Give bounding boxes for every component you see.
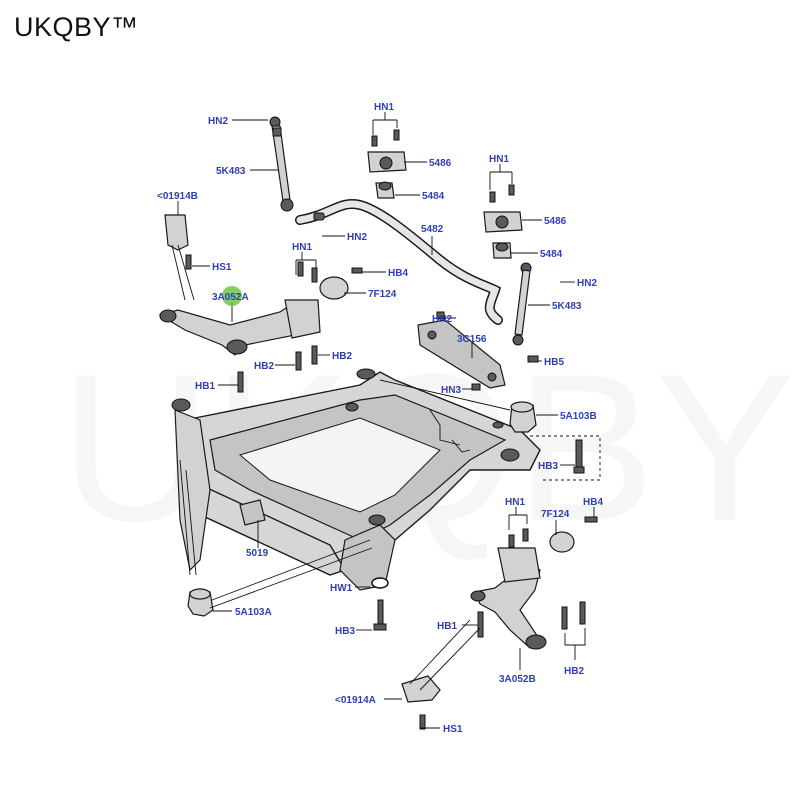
label-hb2-lower: HB2	[564, 666, 584, 677]
leader-lines	[171, 112, 595, 729]
label-hb1-lower: HB1	[437, 621, 457, 632]
bracket-01914a	[401, 675, 441, 730]
label-5a103a: 5A103A	[235, 607, 272, 618]
label-7f124-lower: 7F124	[541, 509, 570, 520]
label-hn1-left: HN1	[292, 242, 312, 253]
label-01914b: <01914B	[157, 191, 198, 202]
label-hn1-right: HN1	[489, 154, 509, 165]
stabilizer-bar-5482	[295, 199, 503, 325]
label-hs1-top: HS1	[212, 262, 232, 273]
washer-hw1	[371, 577, 389, 631]
label-hb5: HB5	[544, 357, 564, 368]
label-hn2-top: HN2	[208, 116, 228, 127]
plate-3c156	[417, 311, 539, 391]
bushing-5a103a	[187, 588, 214, 617]
label-5019: 5019	[246, 548, 269, 559]
stabilizer-bushing-5484-b	[492, 242, 512, 259]
subframe	[184, 368, 541, 591]
label-5k483-top: 5K483	[216, 166, 246, 177]
label-hs1-bottom: HS1	[443, 724, 463, 735]
label-hb4-lower: HB4	[583, 497, 603, 508]
label-5484-a: 5484	[422, 191, 445, 202]
label-5k483-right: 5K483	[552, 301, 582, 312]
label-hn1-lower: HN1	[505, 497, 525, 508]
label-hb3-bottom: HB3	[335, 626, 355, 637]
label-5486-a: 5486	[429, 158, 452, 169]
label-hb3-right: HB3	[538, 461, 558, 472]
label-hn3: HN3	[441, 385, 461, 396]
lower-control-arm-3a052a	[158, 261, 363, 393]
label-hb2-left: HB2	[254, 361, 274, 372]
label-01914a: <01914A	[335, 695, 376, 706]
stabilizer-link-5k483-right	[512, 262, 532, 346]
stabilizer-bracket-5486-a	[367, 129, 407, 173]
label-3c156: 3C156	[457, 334, 487, 345]
bushing-5a103b	[509, 401, 601, 481]
label-hn2-mid: HN2	[347, 232, 367, 243]
stabilizer-bushing-5484-a	[375, 181, 395, 199]
label-hn2-right: HN2	[577, 278, 597, 289]
stabilizer-link-5k483-top	[269, 116, 294, 212]
label-5484-b: 5484	[540, 249, 563, 260]
lower-control-arm-3a052b	[470, 516, 598, 650]
highlight-marker	[222, 286, 242, 306]
label-5a103b: 5A103B	[560, 411, 597, 422]
brand-logo: UKQBY™	[14, 12, 139, 42]
label-5486-b: 5486	[544, 216, 567, 227]
label-hn1-top: HN1	[374, 102, 394, 113]
label-3a052a: 3A052A	[212, 292, 249, 303]
label-3a052b: 3A052B	[499, 674, 536, 685]
label-hb2-mid: HB2	[332, 351, 352, 362]
label-5482: 5482	[421, 224, 444, 235]
label-hb4-top: HB4	[388, 268, 408, 279]
stabilizer-bracket-5486-b	[483, 184, 523, 233]
part-labels: HN2 5K483 HN1 5486 5484 HN1 5486 5484 54…	[157, 102, 603, 735]
bracket-01914b	[164, 214, 192, 270]
label-hn2-plate: HN2	[432, 314, 452, 325]
part-5019-crossmember	[171, 398, 266, 572]
label-hw1: HW1	[330, 583, 353, 594]
label-hb1-left: HB1	[195, 381, 215, 392]
label-7f124-top: 7F124	[368, 289, 397, 300]
